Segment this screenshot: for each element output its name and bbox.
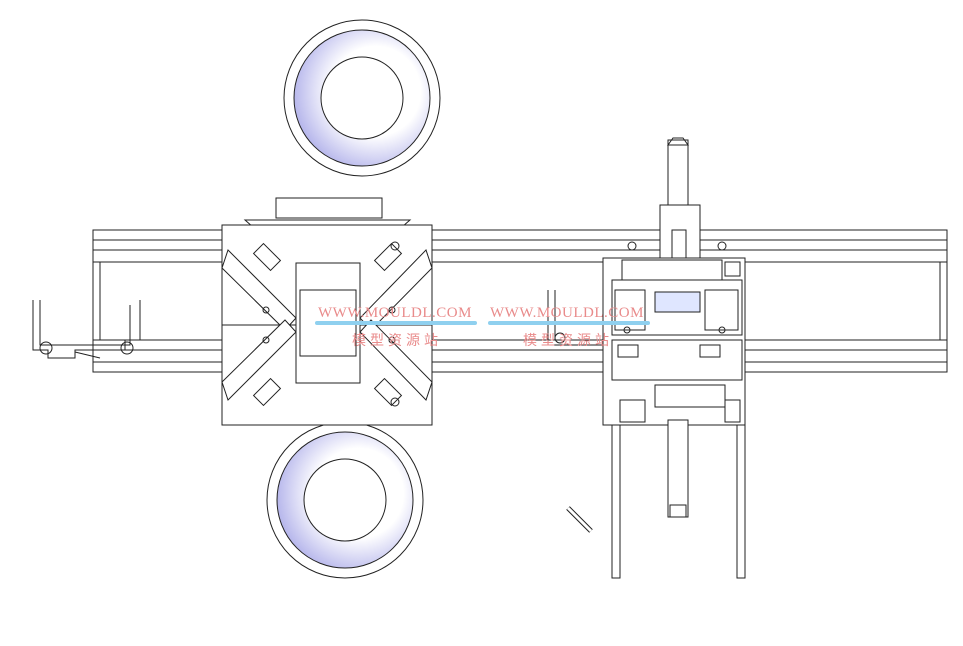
conveyor-rail: [92, 229, 948, 373]
forming-station: [221, 197, 433, 426]
watermark-bar: [488, 321, 650, 325]
pin-part: [566, 506, 593, 533]
bottom-ring: [266, 421, 424, 579]
watermark-url: WWW.MOULDL.COM: [490, 305, 644, 321]
watermark-bar: [315, 321, 477, 325]
right-gripper: [547, 290, 603, 346]
left-gripper: [32, 300, 141, 359]
right-machine: [602, 137, 746, 579]
watermark-url: WWW.MOULDL.COM: [318, 305, 472, 321]
top-ring: [283, 19, 441, 177]
watermark-cn: 模型资源站: [523, 334, 613, 349]
watermark-cn: 模型资源站: [352, 334, 442, 349]
